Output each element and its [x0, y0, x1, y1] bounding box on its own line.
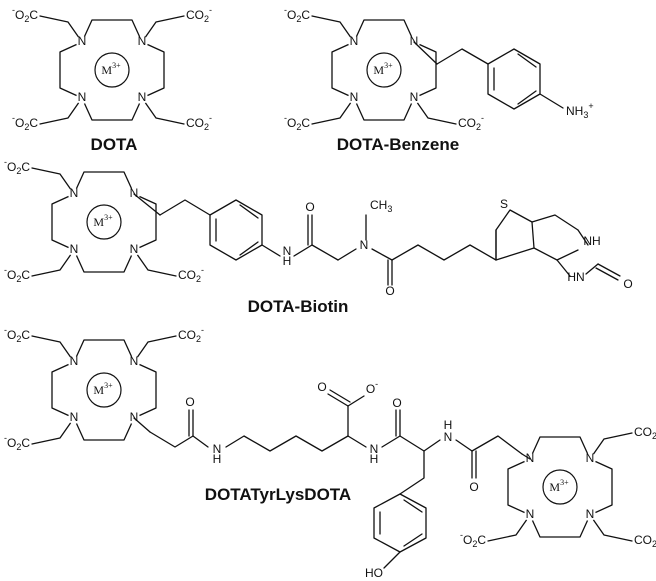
- caption-dota-biotin: DOTA-Biotin: [248, 297, 349, 316]
- nitrogen-atom: N: [138, 34, 147, 48]
- caption-dota-benzene: DOTA-Benzene: [337, 135, 459, 154]
- urea-nh: NH: [583, 234, 600, 248]
- acetate-group: CO2-: [178, 325, 204, 344]
- nitrogen-atom: N: [130, 354, 139, 368]
- dota-tyr-lys-dota-macrocycle-left: M3+ -O2C CO2- -O2C N N N N: [4, 325, 204, 452]
- urea-hn: HN: [567, 270, 584, 284]
- acetate-group: -O2C: [460, 530, 486, 549]
- metal-ion: M3+: [86, 204, 122, 240]
- tertiary-amine: N: [360, 238, 369, 252]
- acetate-group: -O2C: [4, 433, 30, 452]
- metal-ion-label: M3+: [93, 381, 113, 397]
- metal-ion: M3+: [542, 469, 578, 505]
- metal-ion-label: M3+: [373, 61, 393, 77]
- dota-macrocycle: M3+ -O2C CO2- CO2- -O2C N N N N: [12, 5, 212, 132]
- amide-nh-n: N: [283, 244, 292, 258]
- amide-h-2: H: [370, 452, 379, 466]
- nitrogen-atom: N: [350, 34, 359, 48]
- nitrogen-atom: N: [70, 410, 79, 424]
- metal-ion-label: M3+: [549, 478, 569, 494]
- n-methyl: CH3: [370, 198, 392, 214]
- metal-ion-label: M3+: [101, 61, 121, 77]
- backbone-bonds: [149, 48, 621, 569]
- nitrogen-atom: N: [130, 242, 139, 256]
- metal-ion-label: M3+: [93, 213, 113, 229]
- ammonium-label: NH3+: [566, 101, 594, 120]
- dota-biotin-chain: [159, 199, 621, 286]
- nitrogen-atom: N: [350, 90, 359, 104]
- dota-tyr-lys-dota-chain: [149, 389, 523, 569]
- nitrogen-atom: N: [410, 90, 419, 104]
- amide-n-2: N: [370, 442, 379, 456]
- amide-oxygen: O: [185, 395, 194, 409]
- metal-ion: M3+: [366, 52, 402, 88]
- nitrogen-atom: N: [138, 90, 147, 104]
- nitrogen-atom: N: [130, 410, 139, 424]
- caption-dota: DOTA: [91, 135, 138, 154]
- dota-benzene-macrocycle: M3+ -O2C CO2- -O2C N N N N: [284, 5, 484, 132]
- nitrogen-atom: N: [526, 507, 535, 521]
- nitrogen-atom: N: [526, 451, 535, 465]
- urea-oxygen: O: [623, 277, 632, 291]
- metal-ion: M3+: [94, 52, 130, 88]
- nitrogen-atom: N: [78, 34, 87, 48]
- dota-benzene-sidechain: [436, 48, 564, 110]
- acetate-group: -O2C: [12, 113, 38, 132]
- carboxylate-oxygen: O: [317, 380, 326, 394]
- nitrogen-atom: N: [586, 507, 595, 521]
- amide-oxygen-3: O: [469, 480, 478, 494]
- amide-nh: H: [283, 254, 292, 268]
- acetate-group: CO2-: [186, 5, 212, 24]
- amide-oxygen-2: O: [392, 396, 401, 410]
- dota-biotin-macrocycle: M3+ -O2C CO2- -O2C N N N N: [4, 157, 204, 284]
- acetate-group: -O2C: [284, 113, 310, 132]
- caption-dota-tyr-lys-dota: DOTATyrLysDOTA: [205, 485, 351, 504]
- nitrogen-atom: N: [70, 354, 79, 368]
- amide-h: H: [213, 452, 222, 466]
- amide-n: N: [213, 442, 222, 456]
- acetate-group: CO2-: [634, 530, 656, 549]
- acetate-group: CO2-: [634, 422, 656, 441]
- ammonium-group: NH3+: [566, 101, 594, 120]
- acetate-group: -O2C: [4, 157, 30, 176]
- amide-h-3: H: [444, 418, 453, 432]
- acetate-group: CO2-: [458, 113, 484, 132]
- carbonyl-oxygen: O: [305, 200, 314, 214]
- nitrogen-atom: N: [70, 186, 79, 200]
- acetate-group: -O2C: [4, 265, 30, 284]
- acetate-group: CO2-: [186, 113, 212, 132]
- acetate-group: -O2C: [284, 5, 310, 24]
- acetate-group: -O2C: [12, 5, 38, 24]
- acetate-group: CO2-: [178, 265, 204, 284]
- structures-layer: M3+ -O2C CO2- CO2- -O2C N N N N M3+ -O2C CO2- -O2C N N…: [4, 5, 656, 580]
- thiolane-sulfur: S: [500, 197, 508, 211]
- metal-ion: M3+: [86, 372, 122, 408]
- acetate-group: -O2C: [4, 325, 30, 344]
- nitrogen-atom: N: [78, 90, 87, 104]
- dota-tyr-lys-dota-macrocycle-right: M3+ CO2- CO2- -O2C N N N N: [460, 422, 656, 549]
- nitrogen-atom: N: [130, 186, 139, 200]
- amide-n-3: N: [444, 430, 453, 444]
- amide-oxygen: O: [385, 284, 394, 298]
- nitrogen-atom: N: [410, 34, 419, 48]
- nitrogen-atom: N: [70, 242, 79, 256]
- nitrogen-atom: N: [586, 451, 595, 465]
- phenol-hydroxyl: HO: [365, 566, 383, 580]
- carboxylate-anion: O-: [366, 379, 378, 396]
